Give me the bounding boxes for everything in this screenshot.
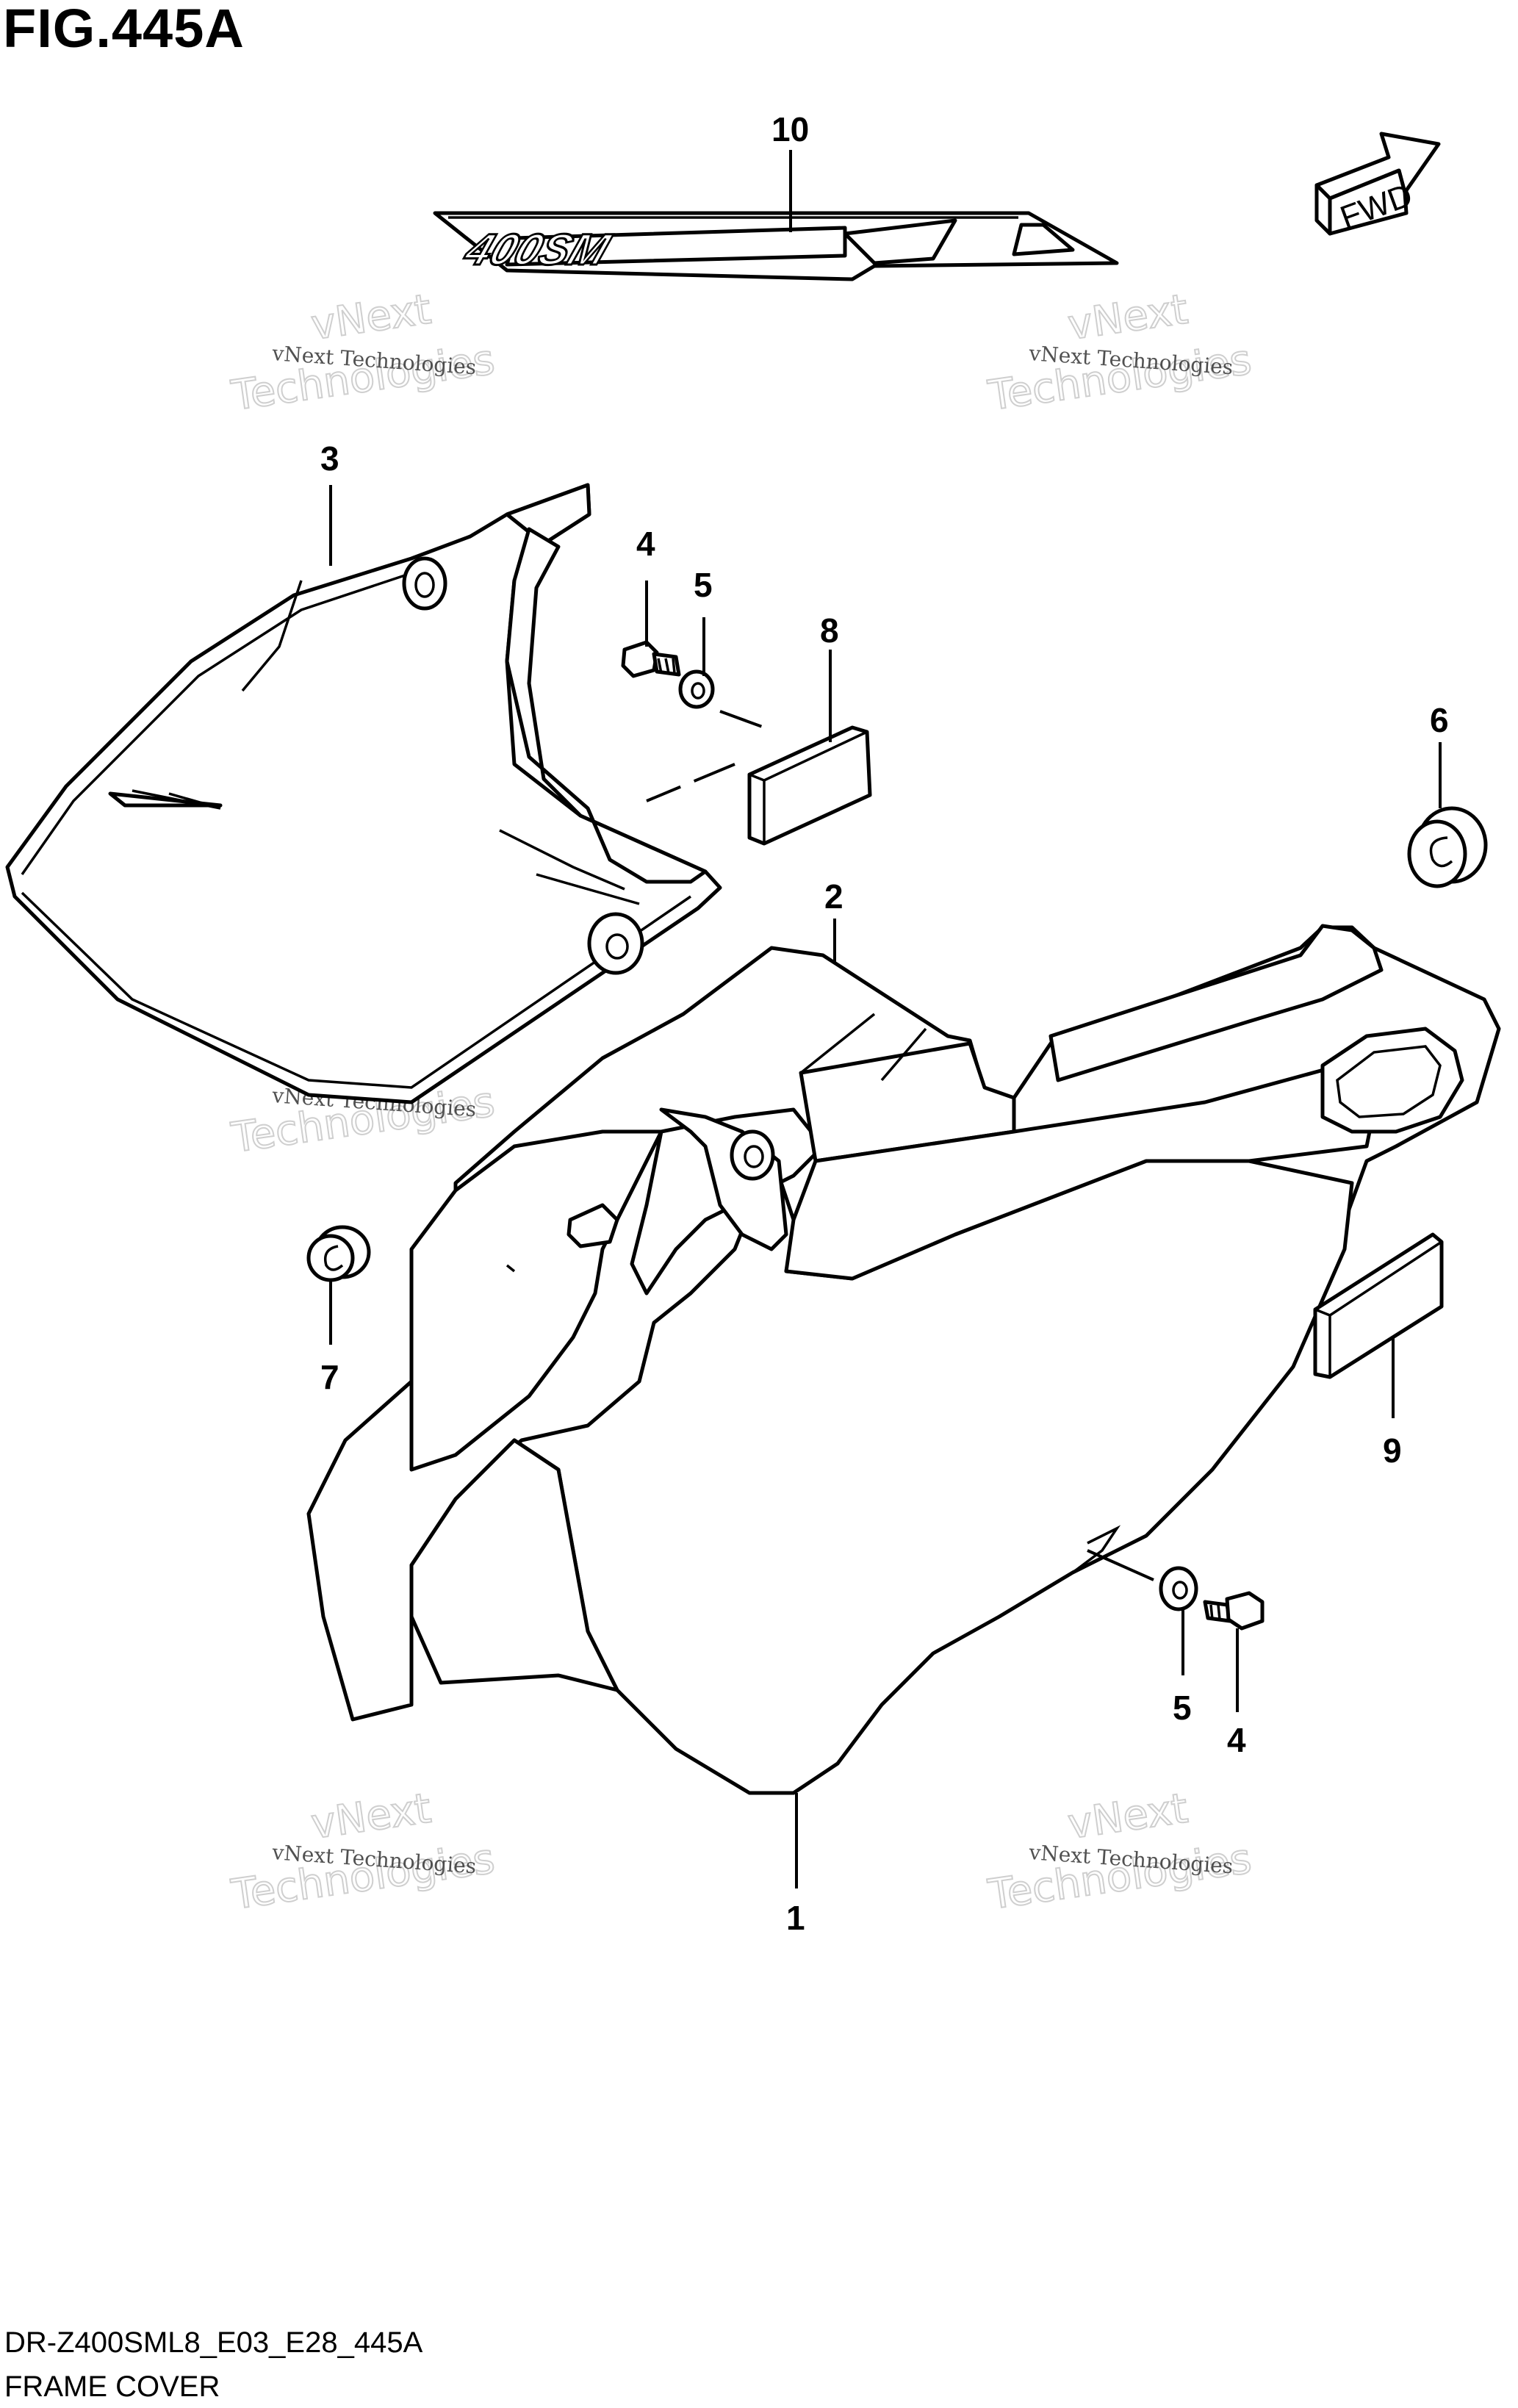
- part-4-bolt-lower: [1203, 1591, 1265, 1631]
- callout-9: 9: [1383, 1431, 1402, 1470]
- watermark-top-right: vNext Technologies vNext Technologies: [985, 285, 1255, 421]
- part-3-frame-cover-left: [5, 483, 722, 1104]
- part-9-cushion: [1313, 1232, 1444, 1379]
- part-8-cushion: [747, 725, 872, 846]
- callout-4-lower: 4: [1227, 1721, 1246, 1759]
- figure-title: FIG.445A: [3, 0, 245, 59]
- callout-6: 6: [1430, 701, 1449, 739]
- callout-3: 3: [320, 439, 339, 478]
- leader-line-lower: [1087, 1549, 1154, 1581]
- svg-text:vNext: vNext: [1065, 286, 1191, 350]
- watermark-top-left: vNext Technologies vNext Technologies: [228, 285, 498, 421]
- svg-text:vNext: vNext: [309, 286, 434, 350]
- part-1-frame-cover-main: [409, 924, 1464, 1795]
- diagram-name: FRAME COVER: [4, 2371, 220, 2403]
- decal-text: 400SM: [457, 226, 617, 275]
- callout-2: 2: [824, 877, 843, 916]
- part-4-bolt-upper: [621, 640, 681, 678]
- svg-text:vNext: vNext: [1065, 1785, 1191, 1849]
- callout-5-upper: 5: [694, 566, 713, 604]
- part-10-decal: 400SM: [433, 211, 1119, 281]
- callout-8: 8: [820, 611, 839, 650]
- part-5-washer-lower: [1159, 1566, 1198, 1611]
- callout-leaders: [329, 150, 1442, 1888]
- callout-1: 1: [786, 1899, 805, 1937]
- leader-dash-upper: [646, 710, 765, 802]
- part-7-grommet: [306, 1225, 371, 1282]
- callout-10: 10: [771, 110, 809, 148]
- callout-4-upper: 4: [636, 525, 655, 563]
- forward-arrow-icon: FWD: [1314, 132, 1441, 236]
- watermark-low-left: vNext Technologies vNext Technologies: [228, 1784, 498, 1920]
- callout-7: 7: [320, 1358, 339, 1396]
- callout-5-lower: 5: [1173, 1689, 1192, 1727]
- part-6-grommet: [1407, 806, 1488, 888]
- diagram-code: DR-Z400SML8_E03_E28_445A: [4, 2326, 423, 2359]
- part-5-washer-upper: [678, 669, 715, 709]
- watermark-low-right: vNext Technologies vNext Technologies: [985, 1784, 1255, 1920]
- svg-text:vNext: vNext: [309, 1785, 434, 1849]
- callout-numbers: 10 3 4 5 8 6 2 7 9 5 4 1: [320, 110, 1449, 1937]
